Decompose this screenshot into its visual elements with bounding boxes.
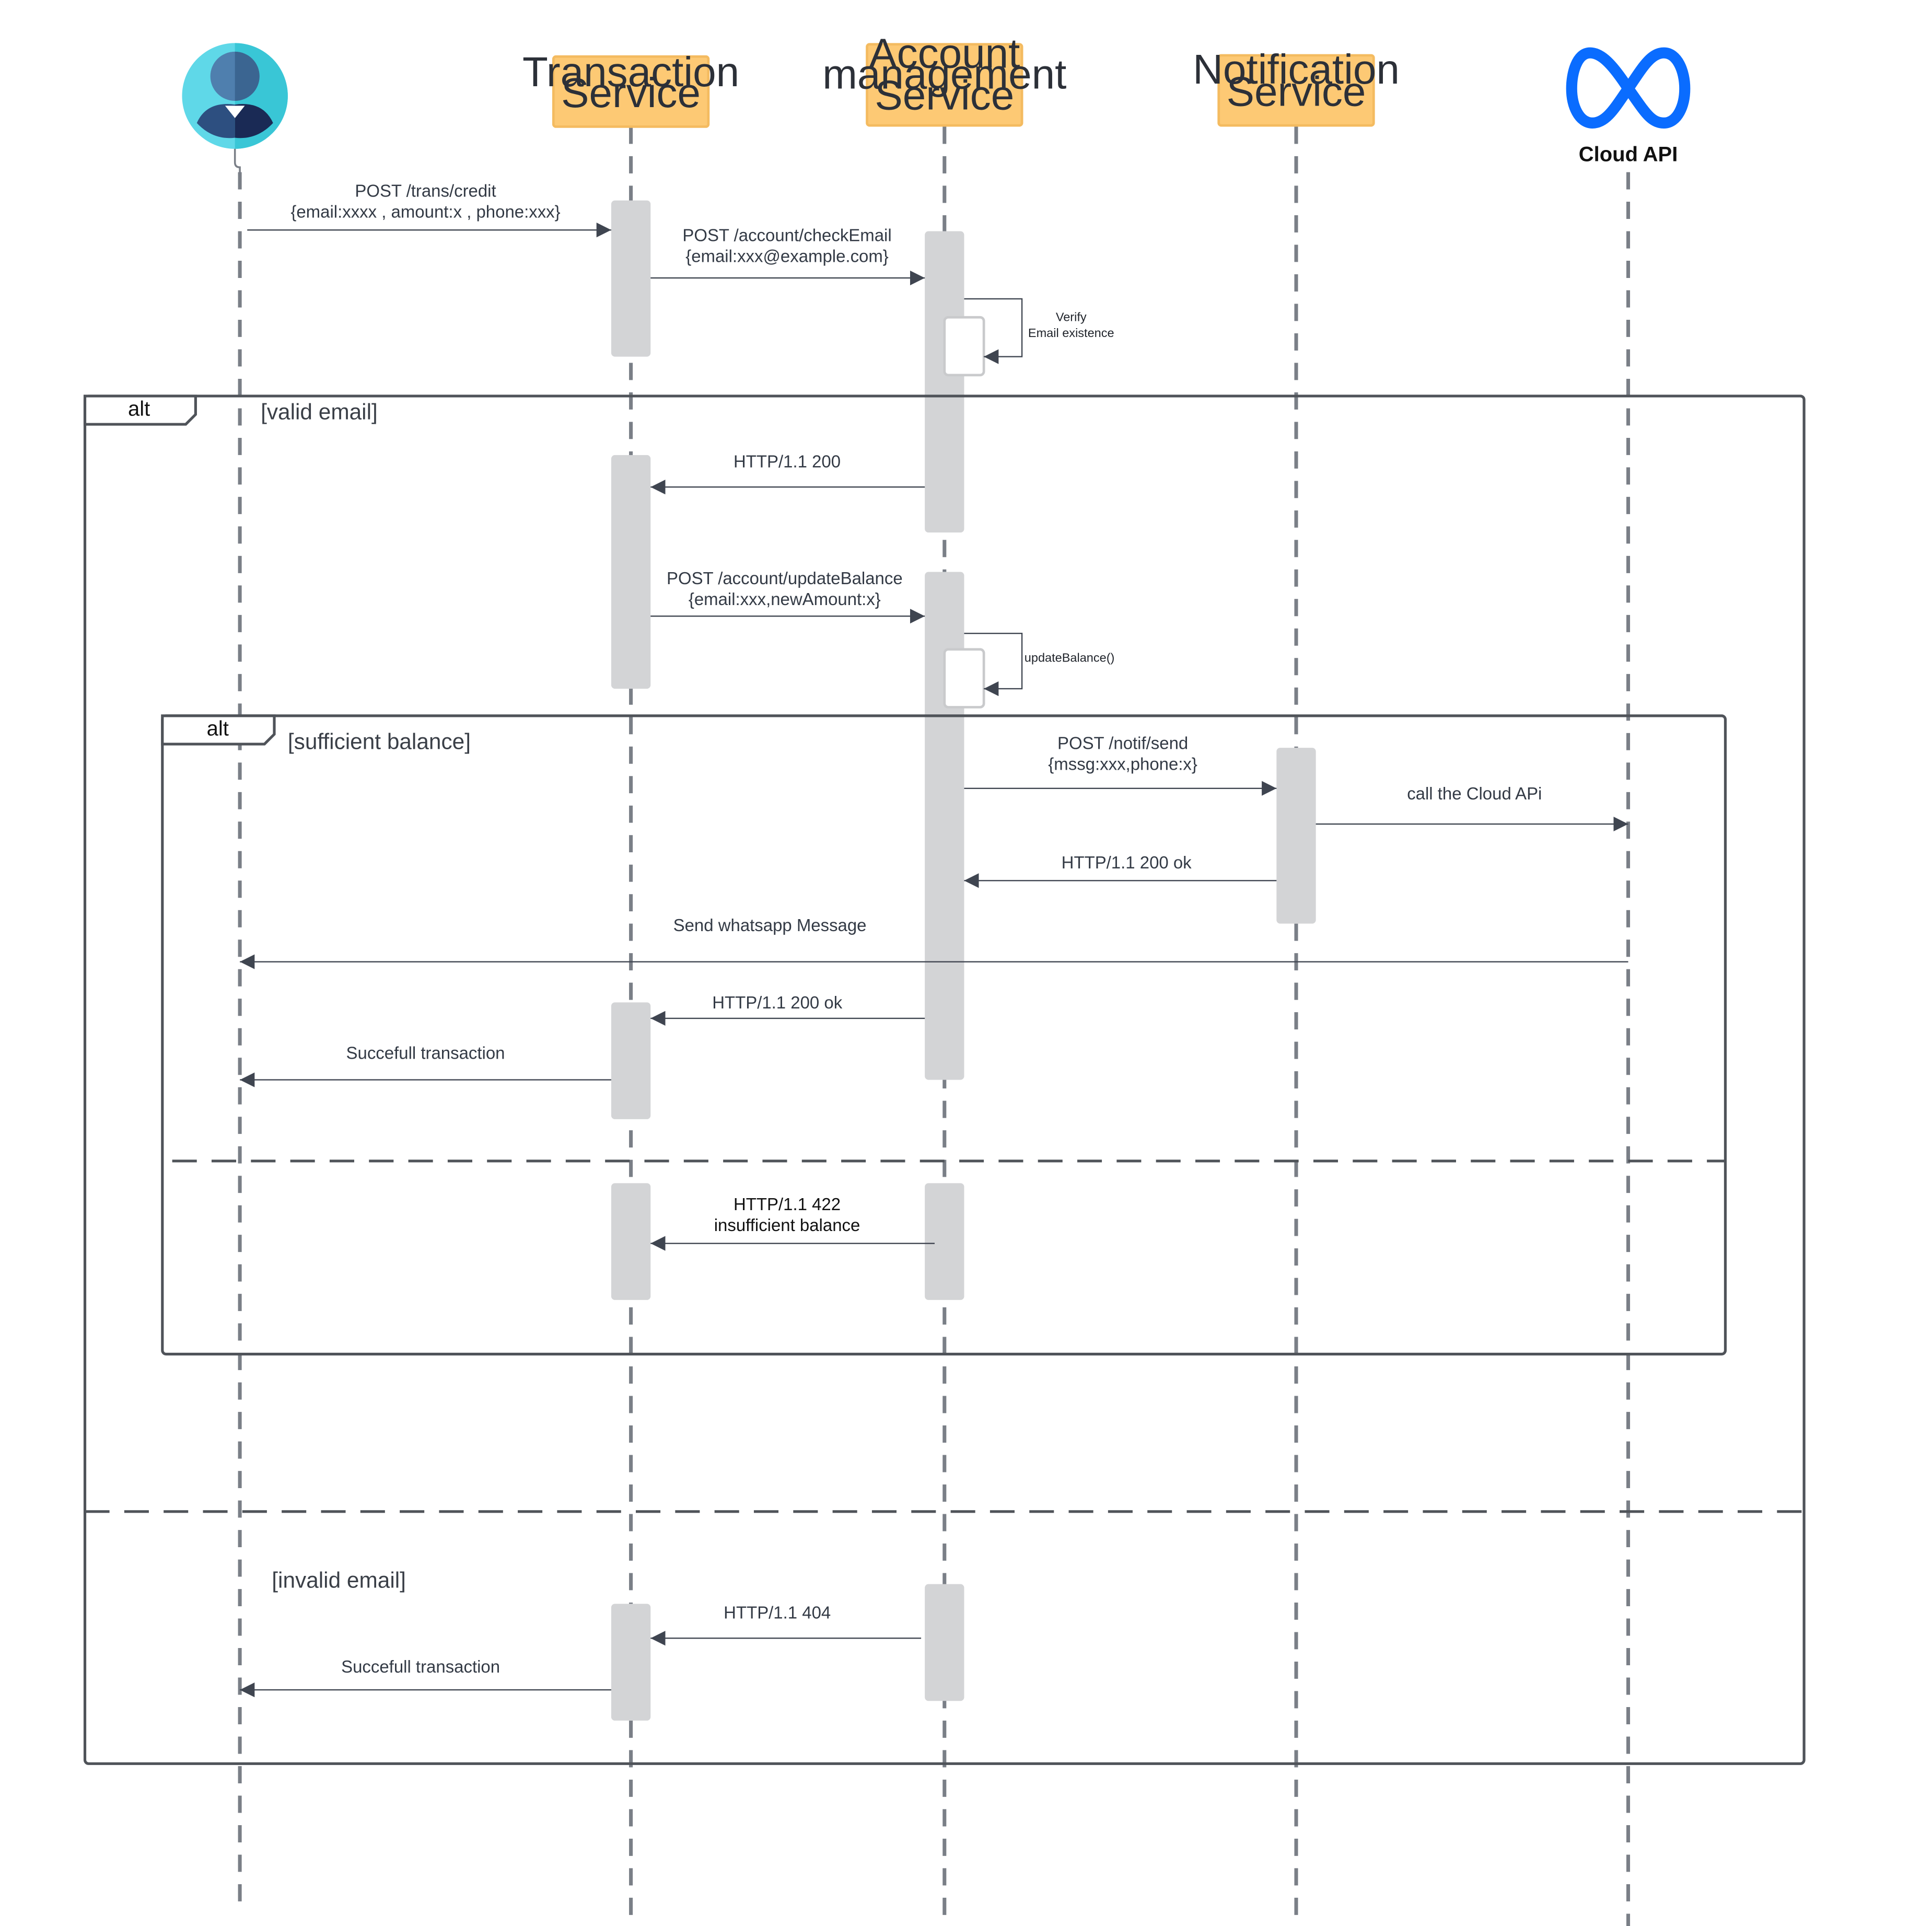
participant-transaction-label-1: Transaction [522, 49, 739, 95]
message-http-422: HTTP/1.1 422 insufficient balance [650, 1194, 935, 1251]
alt-tag-outer: alt [128, 398, 150, 421]
message-http-422-label-1: HTTP/1.1 422 [734, 1194, 841, 1214]
message-http-404-label: HTTP/1.1 404 [724, 1603, 831, 1622]
participant-transaction-service: Transaction Service [522, 49, 739, 128]
self-activation-update [943, 648, 985, 709]
message-send-whatsapp: Send whatsapp Message [240, 915, 1628, 969]
message-verify-email-label-1: Verify [1056, 310, 1087, 323]
message-http-200-ok-account-label: HTTP/1.1 200 ok [712, 993, 843, 1012]
message-http-200-ok-notif: HTTP/1.1 200 ok [964, 853, 1277, 888]
message-success-1-label: Succefull transaction [346, 1043, 505, 1063]
alt-fragment-inner: alt [sufficient balance] [161, 714, 1727, 1356]
message-post-credit-label-1: POST /trans/credit [355, 181, 496, 201]
activation-transaction-4 [611, 1183, 651, 1300]
participant-account-label-2: management [822, 51, 1066, 97]
participant-notification-service: Notification Service [1193, 46, 1400, 127]
alt-frame-outer [83, 395, 1806, 1765]
message-http-200: HTTP/1.1 200 [650, 451, 925, 495]
message-success-2-label: Succefull transaction [341, 1657, 500, 1676]
message-success-1: Succefull transaction [240, 1043, 611, 1087]
message-send-whatsapp-label: Send whatsapp Message [673, 915, 867, 935]
cloud-api-label: Cloud API [1579, 143, 1678, 166]
alt-fragment-outer: alt [valid email] [invalid email] [83, 395, 1806, 1765]
meta-logo-icon [1566, 47, 1691, 129]
activation-transaction-2 [611, 455, 651, 689]
participant-notification-label-2: Service [1227, 68, 1366, 114]
activation-transaction-3 [611, 1002, 651, 1119]
message-notif-send-label-2: {mssg:xxx,phone:x} [1048, 754, 1197, 773]
message-notif-send: POST /notif/send {mssg:xxx,phone:x} [964, 733, 1277, 796]
message-update-balance-label-1: POST /account/updateBalance [667, 568, 903, 588]
message-http-200-label: HTTP/1.1 200 [734, 451, 841, 471]
message-update-balance-fn: updateBalance() [964, 633, 1115, 697]
self-activation-verify [943, 316, 985, 377]
message-http-404: HTTP/1.1 404 [650, 1603, 922, 1646]
participant-notification-label-1: Notification [1193, 46, 1400, 92]
activation-account-1 [925, 231, 964, 533]
guard-invalid-email: [invalid email] [272, 1568, 406, 1593]
guard-valid-email: [valid email] [261, 400, 378, 424]
message-update-balance-label-2: {email:xxx,newAmount:x} [689, 589, 881, 609]
message-check-email: POST /account/checkEmail {email:xxx@exam… [650, 225, 925, 286]
message-update-balance: POST /account/updateBalance {email:xxx,n… [650, 568, 925, 624]
message-call-cloud: call the Cloud APi [1316, 784, 1628, 832]
message-call-cloud-label: call the Cloud APi [1407, 784, 1542, 803]
message-verify-email-label-2: Email existence [1028, 326, 1114, 340]
participant-account-label-1: Account [869, 30, 1020, 76]
message-http-200-ok-notif-label: HTTP/1.1 200 ok [1062, 853, 1192, 872]
participant-account-service: Account management Service [822, 30, 1066, 127]
activation-account-2 [925, 572, 964, 1080]
participant-transaction-label-2: Service [561, 69, 701, 116]
message-http-200-ok-account: HTTP/1.1 200 ok [650, 993, 925, 1026]
activation-account-3 [925, 1183, 964, 1300]
alt-tag-inner: alt [207, 717, 229, 740]
activation-notification-1 [1276, 748, 1316, 924]
message-update-balance-fn-label: updateBalance() [1025, 651, 1115, 664]
message-post-credit-label-2: {email:xxxx , amount:x , phone:xxx} [290, 202, 560, 222]
activation-transaction-5 [611, 1604, 651, 1721]
participant-account-label-3: Service [875, 72, 1014, 118]
message-check-email-label-1: POST /account/checkEmail [682, 225, 891, 245]
user-avatar-icon [182, 43, 288, 175]
message-http-422-label-2: insufficient balance [714, 1215, 860, 1235]
message-post-credit: POST /trans/credit {email:xxxx , amount:… [247, 181, 611, 238]
message-success-2: Succefull transaction [240, 1657, 611, 1698]
message-check-email-label-2: {email:xxx@example.com} [685, 246, 889, 265]
message-notif-send-label-1: POST /notif/send [1057, 733, 1188, 752]
guard-sufficient-balance: [sufficient balance] [288, 729, 471, 753]
activation-transaction-1 [611, 200, 651, 357]
alt-frame-inner [161, 714, 1727, 1356]
participant-cloud-api: Cloud API [1566, 47, 1691, 166]
message-verify-email: Verify Email existence [964, 298, 1114, 364]
activation-account-4 [925, 1584, 964, 1701]
